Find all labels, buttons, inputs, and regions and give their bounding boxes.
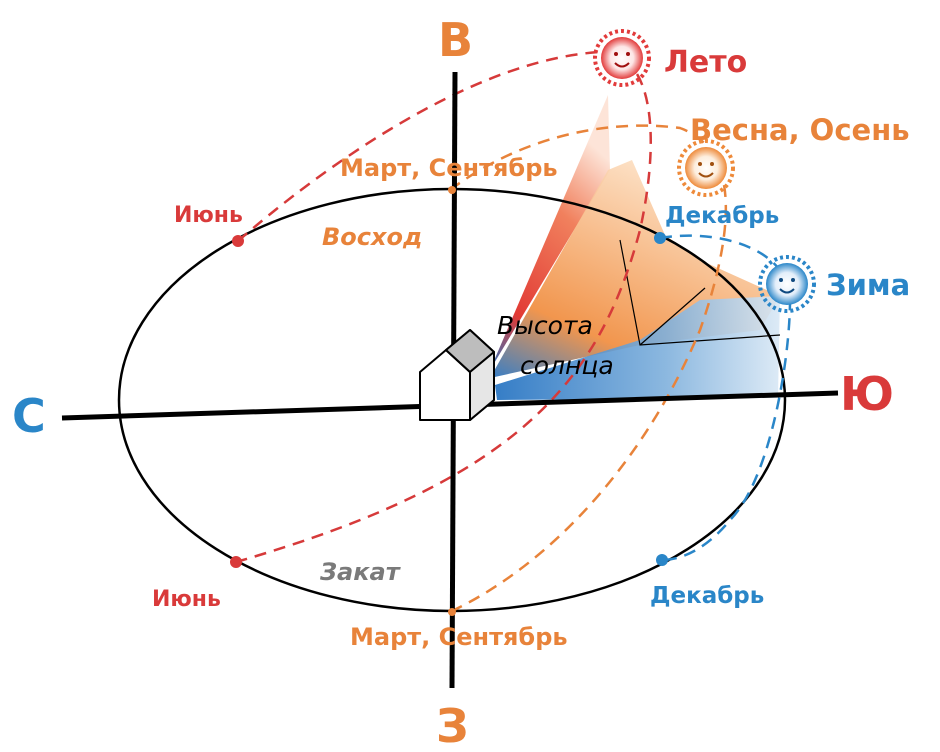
sun-height-label-line2: солнца — [520, 351, 614, 380]
spring-autumn-label: Весна, Осень — [690, 113, 910, 147]
sunset-label: Закат — [319, 558, 402, 586]
sunrise-label: Восход — [322, 223, 422, 251]
june-sunset-dot — [230, 556, 242, 568]
june-sunrise-label: Июнь — [174, 203, 243, 228]
summer-sun-path — [235, 50, 652, 564]
december-sunset-label: Декабрь — [650, 583, 764, 609]
direction-east-label: В — [438, 13, 473, 67]
winter-sun-path — [659, 234, 792, 562]
summer-label: Лето — [664, 45, 747, 80]
direction-south-label: Ю — [840, 367, 894, 421]
equinox-sunset-label: Март, Сентябрь — [350, 623, 568, 651]
house-icon — [419, 329, 495, 421]
equinox-sunset-dot — [448, 608, 456, 616]
december-sunset-dot — [656, 554, 668, 566]
summer-altitude-wedge — [490, 95, 610, 370]
winter-sun-icon — [758, 255, 816, 313]
june-sunrise-dot — [232, 235, 244, 247]
winter-label: Зима — [826, 268, 910, 302]
equinox-sunrise-label: Март, Сентябрь — [340, 154, 558, 182]
winter-altitude-wedge — [495, 296, 780, 400]
direction-north-label: С — [12, 389, 46, 443]
equinox-sun-path — [449, 124, 728, 614]
december-sunrise-dot — [654, 232, 666, 244]
sun-height-label-line1: Высота — [497, 311, 593, 340]
equinox-sunrise-dot — [448, 186, 456, 194]
december-sunrise-label: Декабрь — [665, 203, 779, 229]
summer-sun-icon — [593, 29, 651, 87]
june-sunset-label: Июнь — [152, 587, 221, 612]
spring-autumn-sun-icon — [677, 139, 735, 197]
direction-west-label: З — [436, 699, 469, 752]
